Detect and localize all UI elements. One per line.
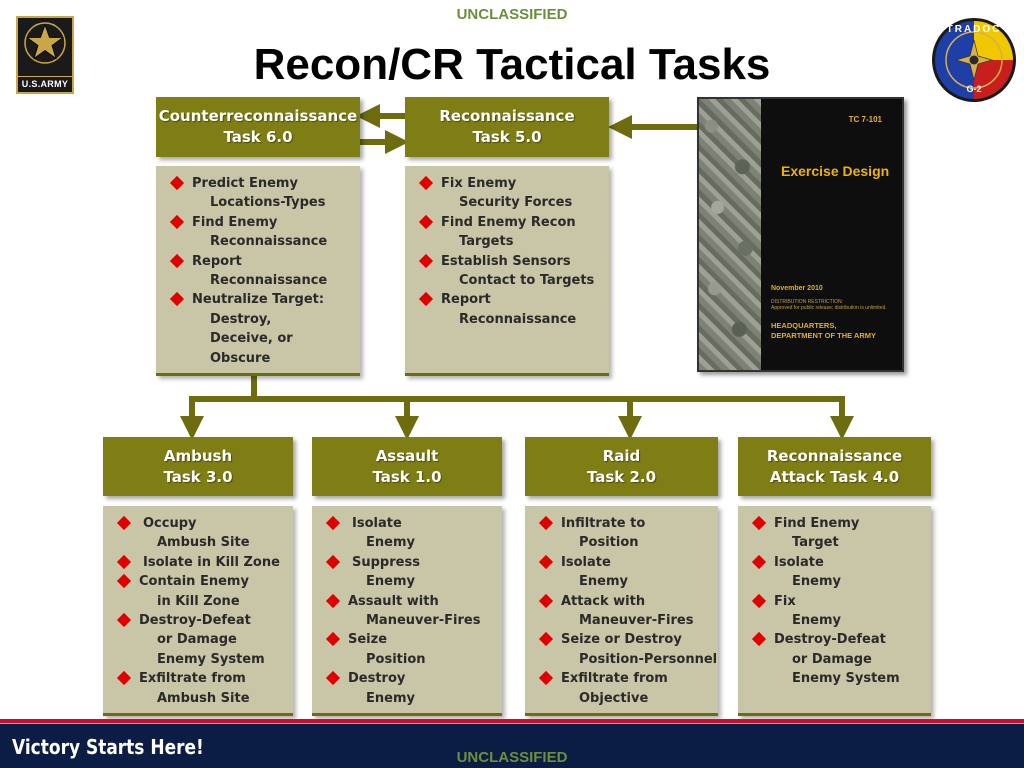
bullet-icon bbox=[325, 671, 341, 686]
reconnaissance-list: Fix Enemy Security Forces Find Enemy Rec… bbox=[405, 166, 609, 376]
task-assault: Assault Task 1.0 bbox=[312, 437, 502, 496]
list-item: Occupy Ambush Site bbox=[113, 514, 287, 553]
bullet-icon bbox=[418, 214, 434, 229]
army-logo-text: U.S.ARMY bbox=[18, 76, 72, 89]
list-item: Destroy-Defeat or Damage Enemy System bbox=[748, 630, 925, 688]
bullet-icon bbox=[538, 593, 554, 608]
assault-list: Isolate Enemy Suppress Enemy Assault wit… bbox=[312, 506, 502, 716]
bullet-icon bbox=[325, 515, 341, 531]
list-item: Fix Enemy Security Forces bbox=[415, 174, 603, 213]
list-item: Attack with Maneuver-Fires bbox=[535, 592, 712, 631]
tradoc-logo: TRADOC G-2 bbox=[930, 16, 1018, 104]
list-item: Isolate Enemy bbox=[535, 553, 712, 592]
footer-bar bbox=[0, 724, 1024, 768]
task-ambush: Ambush Task 3.0 bbox=[103, 437, 293, 496]
list-item: Exfiltrate from Ambush Site bbox=[113, 669, 287, 708]
reconnaissance-attack-list: Find Enemy Target Isolate Enemy Fix Enem… bbox=[738, 506, 931, 716]
army-logo: U.S.ARMY bbox=[16, 16, 74, 94]
bullet-icon bbox=[169, 214, 185, 229]
bullet-icon bbox=[418, 292, 434, 307]
footer-stripe-red bbox=[0, 719, 1024, 723]
list-item: Destroy Enemy bbox=[322, 669, 496, 708]
bullet-icon bbox=[116, 671, 132, 686]
bullet-icon bbox=[116, 574, 132, 589]
bullet-icon bbox=[116, 612, 132, 628]
footer-slogan: Victory Starts Here! bbox=[12, 735, 204, 759]
list-item: Destroy-Defeat or Damage Enemy System bbox=[113, 611, 287, 669]
list-item: Find Enemy Reconnaissance bbox=[166, 213, 354, 252]
star-icon bbox=[22, 20, 68, 66]
list-item: Seize Position bbox=[322, 630, 496, 669]
list-item: Isolate in Kill Zone bbox=[113, 553, 287, 572]
list-item: Find Enemy Recon Targets bbox=[415, 213, 603, 252]
bullet-icon bbox=[325, 593, 341, 608]
task-title: Reconnaissance bbox=[439, 107, 575, 125]
bullet-icon bbox=[169, 292, 185, 307]
bullet-icon bbox=[751, 632, 767, 647]
camo-pattern bbox=[699, 99, 761, 370]
classification-bottom: UNCLASSIFIED bbox=[456, 749, 568, 766]
task-reconnaissance: Reconnaissance Task 5.0 bbox=[405, 97, 609, 157]
list-item: Infiltrate to Position bbox=[535, 514, 712, 553]
book-title: Exercise Design bbox=[781, 163, 890, 179]
bullet-icon bbox=[325, 554, 341, 569]
book-cover-tc-7-101: TC 7-101 Exercise Design November 2010 D… bbox=[697, 97, 904, 372]
bullet-icon bbox=[169, 253, 185, 268]
list-item: Assault with Maneuver-Fires bbox=[322, 592, 496, 631]
task-raid: Raid Task 2.0 bbox=[525, 437, 718, 496]
task-title: Ambush bbox=[163, 446, 233, 465]
counterreconnaissance-list: Predict Enemy Locations-Types Find Enemy… bbox=[156, 166, 360, 376]
list-item: Isolate Enemy bbox=[322, 514, 496, 553]
list-item: Find Enemy Target bbox=[748, 514, 925, 553]
task-title: Raid bbox=[602, 446, 641, 465]
bullet-icon bbox=[751, 593, 767, 608]
task-title: Reconnaissance bbox=[766, 446, 903, 465]
page-title: Recon/CR Tactical Tasks bbox=[253, 40, 771, 89]
tradoc-bottom-text: G-2 bbox=[966, 84, 982, 94]
bullet-icon bbox=[751, 515, 767, 531]
task-reconnaissance-attack: Reconnaissance Attack Task 4.0 bbox=[738, 437, 931, 496]
tradoc-top-text: TRADOC bbox=[946, 24, 1002, 35]
bullet-icon bbox=[116, 515, 132, 531]
list-item: Report Reconnaissance bbox=[166, 252, 354, 291]
bullet-icon bbox=[418, 253, 434, 268]
task-title: Counterreconnaissance bbox=[158, 107, 358, 125]
bullet-icon bbox=[418, 175, 434, 191]
bullet-icon bbox=[169, 175, 185, 191]
task-number: Attack Task 4.0 bbox=[769, 467, 900, 486]
task-number: Task 1.0 bbox=[372, 467, 442, 486]
ambush-list: Occupy Ambush Site Isolate in Kill Zone … bbox=[103, 506, 293, 716]
task-number: Task 6.0 bbox=[223, 128, 293, 146]
task-number: Task 5.0 bbox=[472, 128, 542, 146]
task-title: Assault bbox=[375, 446, 439, 465]
classification-top: UNCLASSIFIED bbox=[456, 6, 568, 23]
book-hq: HEADQUARTERS, DEPARTMENT OF THE ARMY bbox=[771, 321, 876, 340]
book-restriction: DISTRIBUTION RESTRICTION: Approved for p… bbox=[771, 299, 887, 311]
task-counterreconnaissance: Counterreconnaissance Task 6.0 bbox=[156, 97, 360, 157]
bullet-icon bbox=[538, 515, 554, 531]
bullet-icon bbox=[538, 671, 554, 686]
bullet-icon bbox=[116, 554, 132, 569]
book-tc-number: TC 7-101 bbox=[848, 115, 882, 124]
list-item: Suppress Enemy bbox=[322, 553, 496, 592]
list-item: Seize or Destroy Position-Personnel bbox=[535, 630, 717, 669]
list-item: Contain Enemy in Kill Zone bbox=[113, 572, 287, 611]
list-item: Predict Enemy Locations-Types bbox=[166, 174, 354, 213]
book-date: November 2010 bbox=[771, 285, 823, 292]
bullet-icon bbox=[751, 554, 767, 569]
raid-list: Infiltrate to Position Isolate Enemy Att… bbox=[525, 506, 718, 716]
task-number: Task 2.0 bbox=[586, 467, 657, 486]
list-item: Exfiltrate from Objective bbox=[535, 669, 712, 708]
bullet-icon bbox=[538, 554, 554, 569]
list-item: Fix Enemy bbox=[748, 592, 925, 631]
bullet-icon bbox=[325, 632, 341, 647]
list-item: Isolate Enemy bbox=[748, 553, 925, 592]
bullet-icon bbox=[538, 632, 554, 647]
list-item: Neutralize Target: Destroy, Deceive, or … bbox=[166, 290, 354, 368]
list-item: Report Reconnaissance bbox=[415, 290, 603, 329]
list-item: Establish Sensors Contact to Targets bbox=[415, 252, 603, 291]
task-number: Task 3.0 bbox=[163, 467, 233, 486]
